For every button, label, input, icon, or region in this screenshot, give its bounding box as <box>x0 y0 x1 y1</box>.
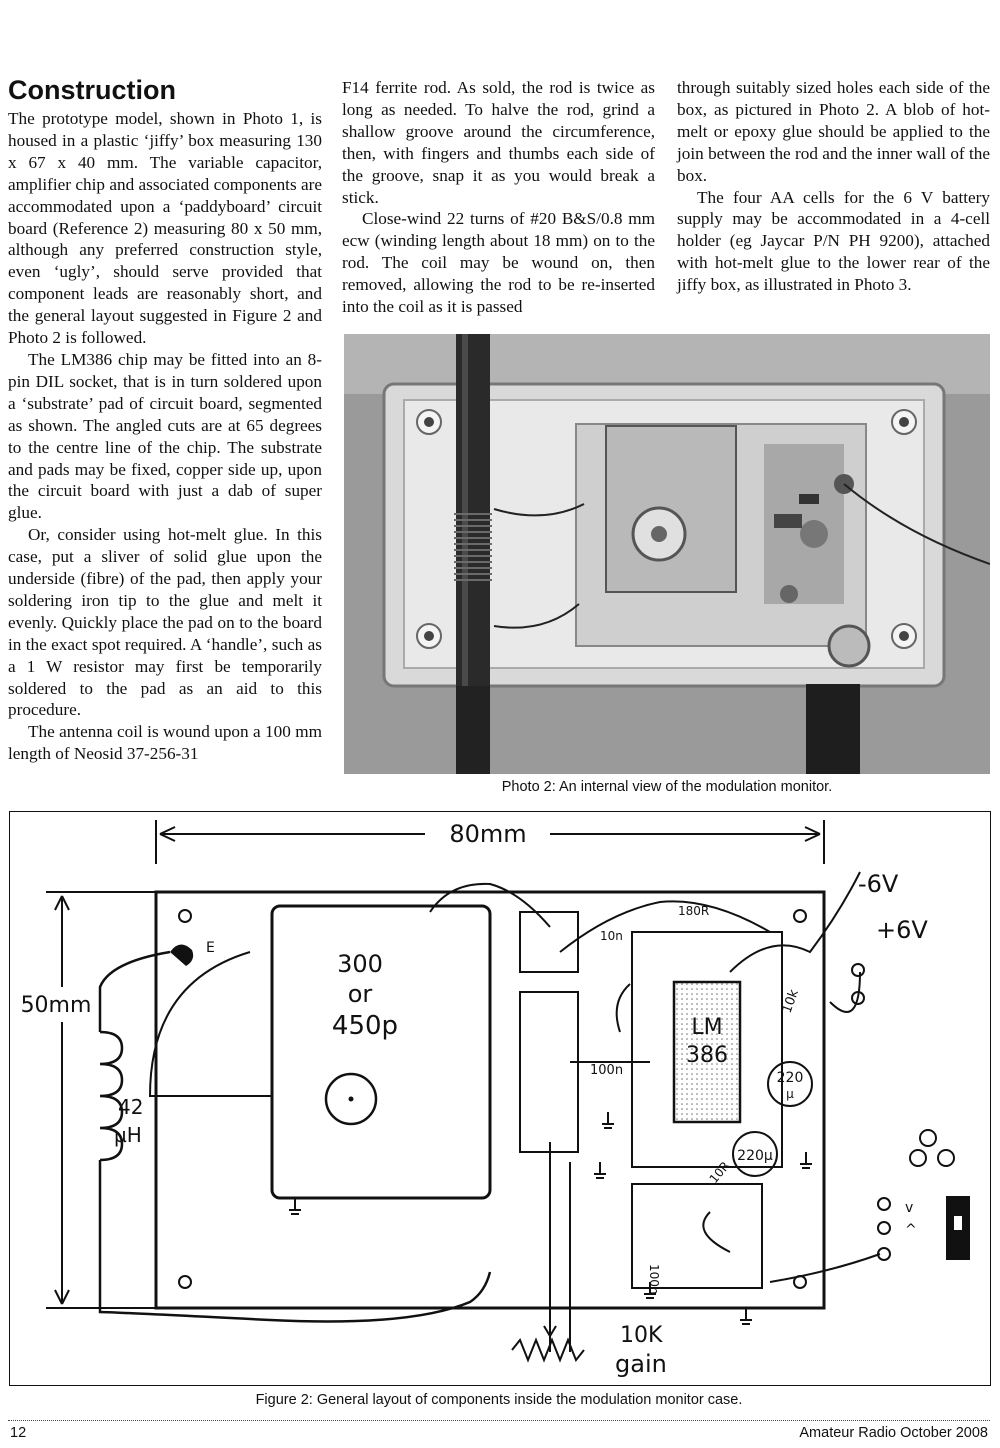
phone-jack <box>877 1129 955 1261</box>
paragraph: Close-wind 22 turns of #20 B&S/0.8 mm ec… <box>342 209 655 317</box>
cap-220-top-unit: µ <box>786 1087 794 1101</box>
variable-capacitor <box>270 904 492 1200</box>
paragraph: Or, consider using hot-melt glue. In thi… <box>8 525 322 720</box>
pot-gain-label: gain <box>615 1350 667 1378</box>
switch-v-label: v <box>905 1200 913 1216</box>
figure-layout-diagram: 80mm 50mm 300 or 450p <box>9 811 991 1386</box>
cap-220-mid-value: 220µ <box>737 1148 773 1164</box>
paragraph: F14 ferrite rod. As sold, the rod is twi… <box>342 78 655 207</box>
cap-220-top <box>767 1061 813 1107</box>
photo-internal-view <box>344 334 990 774</box>
chip-label-2: 386 <box>686 1043 728 1068</box>
width-dimension <box>155 820 825 864</box>
component-10r: 10R <box>707 1159 733 1186</box>
component-100n: 100n <box>590 1063 623 1078</box>
neg-supply-label: -6V <box>858 870 899 898</box>
figure-caption: Figure 2: General layout of components i… <box>255 1392 743 1408</box>
switch-a-label: ^ <box>905 1222 917 1238</box>
component-10n: 10n <box>600 929 623 943</box>
section-heading: Construction <box>8 75 176 105</box>
tag-e-label: E <box>206 940 215 956</box>
text-column-1: The prototype model, shown in Photo 1, i… <box>8 108 322 765</box>
photo-illustration <box>344 334 990 774</box>
component-10k: 10k <box>780 987 802 1015</box>
chip-label-1: LM <box>691 1015 722 1040</box>
paragraph: The four AA cells for the 6 V battery su… <box>677 187 990 295</box>
paragraph: The LM386 chip may be fitted into an 8-p… <box>8 349 322 523</box>
height-label: 50mm <box>21 993 92 1018</box>
cap-220-top-value: 220 <box>777 1070 804 1086</box>
antenna-coil <box>98 950 492 1323</box>
pot-value-label: 10K <box>620 1323 663 1348</box>
width-label: 80mm <box>449 820 526 848</box>
text-column-2: F14 ferrite rod. As sold, the rod is twi… <box>342 77 655 318</box>
component-180r: 180R <box>678 904 709 918</box>
circuit-board-outline <box>154 890 826 1310</box>
height-dimension <box>46 891 155 1309</box>
text-column-3: through suitably sized holes each side o… <box>677 77 990 296</box>
gain-pot <box>511 1337 585 1363</box>
paragraph: through suitably sized holes each side o… <box>677 78 990 185</box>
publication-footer: Amateur Radio October 2008 <box>799 1425 988 1441</box>
cap-220-mid <box>732 1131 778 1177</box>
coil-value: 42 <box>118 1095 143 1119</box>
pos-supply-label: +6V <box>876 916 928 944</box>
cap-value-line3: 450p <box>332 1011 398 1041</box>
photo-caption: Photo 2: An internal view of the modulat… <box>501 779 833 795</box>
paragraph: The antenna coil is wound upon a 100 mm … <box>8 722 322 764</box>
footer-rule <box>8 1420 990 1421</box>
page-number: 12 <box>10 1425 27 1441</box>
cap-value-line1: 300 <box>337 950 383 978</box>
coil-unit: µH <box>114 1123 142 1147</box>
paragraph: The prototype model, shown in Photo 1, i… <box>8 109 322 348</box>
layout-drawing: 80mm 50mm 300 or 450p <box>21 820 970 1378</box>
cap-value-line2: or <box>348 980 373 1008</box>
